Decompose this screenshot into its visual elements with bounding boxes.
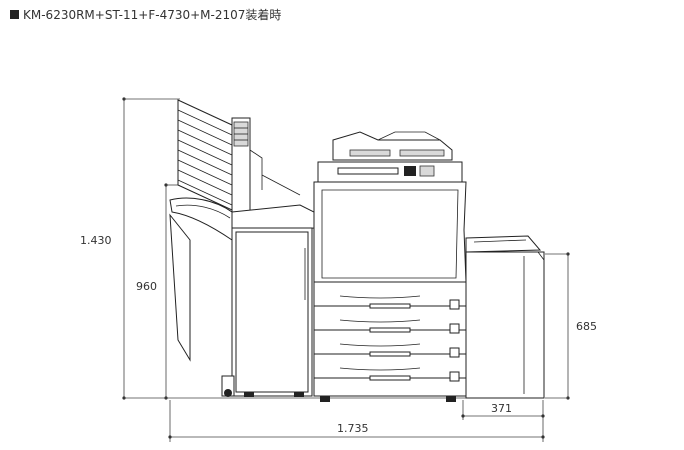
dim-label-finisher-height: 960 <box>136 280 157 293</box>
dimension-side-unit-height: 685 <box>545 252 597 400</box>
mailbox-tray-stack <box>177 99 301 217</box>
bullet-square-icon <box>10 10 19 19</box>
caption-text: KM-6230RM+ST-11+F-4730+M-2107装着時 <box>23 8 282 22</box>
finisher-output-tray <box>169 197 233 362</box>
side-paper-deck <box>465 235 545 399</box>
dim-label-total-width: 1.735 <box>337 422 369 435</box>
dim-label-side-unit-width: 371 <box>491 402 512 415</box>
dimension-finisher-height: 960 <box>136 183 180 400</box>
diagram-caption: KM-6230RM+ST-11+F-4730+M-2107装着時 <box>10 6 281 23</box>
copier-main-body <box>313 131 467 402</box>
dimension-side-unit-width: 371 <box>461 400 545 420</box>
dim-label-side-unit-height: 685 <box>576 320 597 333</box>
finisher-body <box>221 204 315 397</box>
dim-label-total-height: 1.430 <box>80 234 112 247</box>
dimension-total-width: 1.735 <box>168 400 545 442</box>
dimension-total-height: 1.430 <box>80 97 180 400</box>
